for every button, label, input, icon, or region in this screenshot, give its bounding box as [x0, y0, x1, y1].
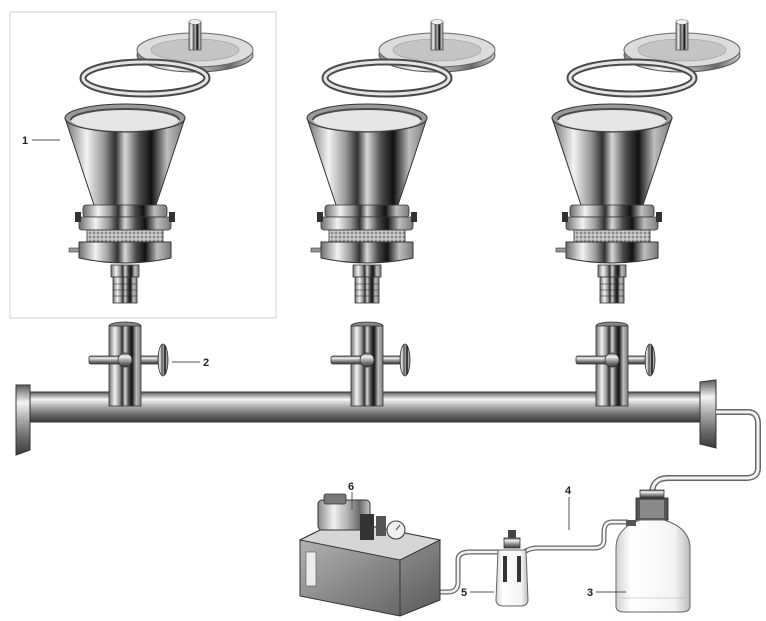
vacuum-pump [298, 493, 442, 617]
callout-5-trap: 5 [461, 587, 467, 599]
highlight-frame [9, 11, 277, 319]
callout-1-funnel: 1 [22, 135, 28, 147]
callout-2-valve: 2 [203, 357, 209, 369]
funnel-unit-right [552, 20, 740, 407]
callout-3-bottle: 3 [587, 587, 593, 599]
funnel-unit-middle [307, 20, 495, 407]
vacuum-tubing [305, 409, 761, 595]
funnel-unit-left [65, 20, 253, 407]
callout-6-pump: 6 [348, 481, 354, 493]
trap-flask [495, 530, 529, 607]
collection-bottle [615, 489, 691, 613]
callout-4-tubing: 4 [565, 485, 572, 497]
